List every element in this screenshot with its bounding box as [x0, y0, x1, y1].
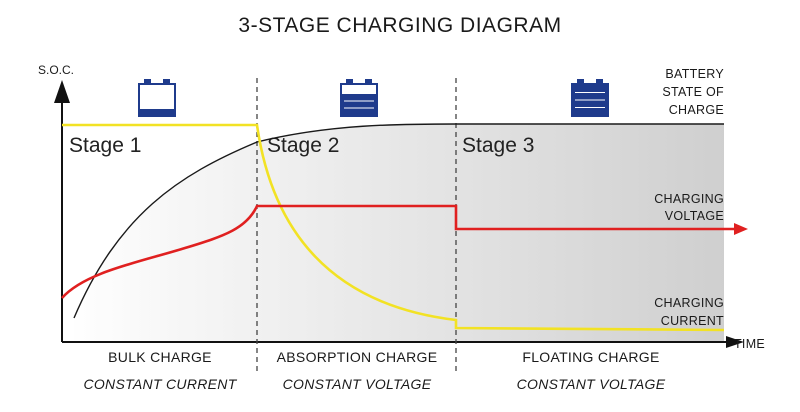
current-label-line-1: CHARGING — [654, 296, 724, 310]
y-axis-label: S.O.C. — [38, 63, 74, 77]
x-axis-label: TIME — [734, 337, 765, 351]
battery-fill — [140, 109, 174, 115]
stage-1-caption: BULK CHARGE — [108, 349, 212, 365]
shade-fill — [74, 124, 724, 342]
battery-terminal — [144, 79, 151, 84]
voltage-label-line-2: VOLTAGE — [665, 209, 724, 223]
stage-1-label: Stage 1 — [69, 134, 141, 157]
stage-3-caption: FLOATING CHARGE — [522, 349, 659, 365]
current-label-line-2: CURRENT — [661, 314, 724, 328]
x-axis-arrow — [726, 336, 744, 348]
voltage-arrow — [734, 223, 748, 235]
charging-voltage-curve — [61, 204, 736, 299]
battery-medium-icon — [340, 79, 378, 117]
soc-label-line-1: BATTERY — [665, 67, 724, 81]
battery-terminal — [346, 79, 353, 84]
soc-label-line-2: STATE OF — [662, 85, 724, 99]
voltage-label-line-1: CHARGING — [654, 192, 724, 206]
stage-3-subcaption: CONSTANT VOLTAGE — [517, 376, 666, 392]
stage-2-subcaption: CONSTANT VOLTAGE — [283, 376, 432, 392]
battery-terminal — [163, 79, 170, 84]
diagram-title: 3-STAGE CHARGING DIAGRAM — [238, 14, 561, 37]
battery-terminal — [365, 79, 372, 84]
battery-terminal — [596, 79, 603, 84]
stage-2-caption: ABSORPTION CHARGE — [277, 349, 438, 365]
battery-full-icon — [571, 79, 609, 117]
state-of-charge-shade — [74, 124, 724, 342]
charging-current-curve — [62, 123, 725, 332]
state-of-charge-curve — [73, 123, 724, 319]
stage-1-subcaption: CONSTANT CURRENT — [83, 376, 237, 392]
soc-label-line-3: CHARGE — [669, 103, 724, 117]
battery-terminal — [577, 79, 584, 84]
y-axis-arrow — [54, 80, 70, 103]
stage-2-label: Stage 2 — [267, 134, 339, 157]
battery-low-icon — [138, 79, 176, 117]
stage-3-label: Stage 3 — [462, 134, 534, 157]
battery-fill — [342, 94, 376, 115]
